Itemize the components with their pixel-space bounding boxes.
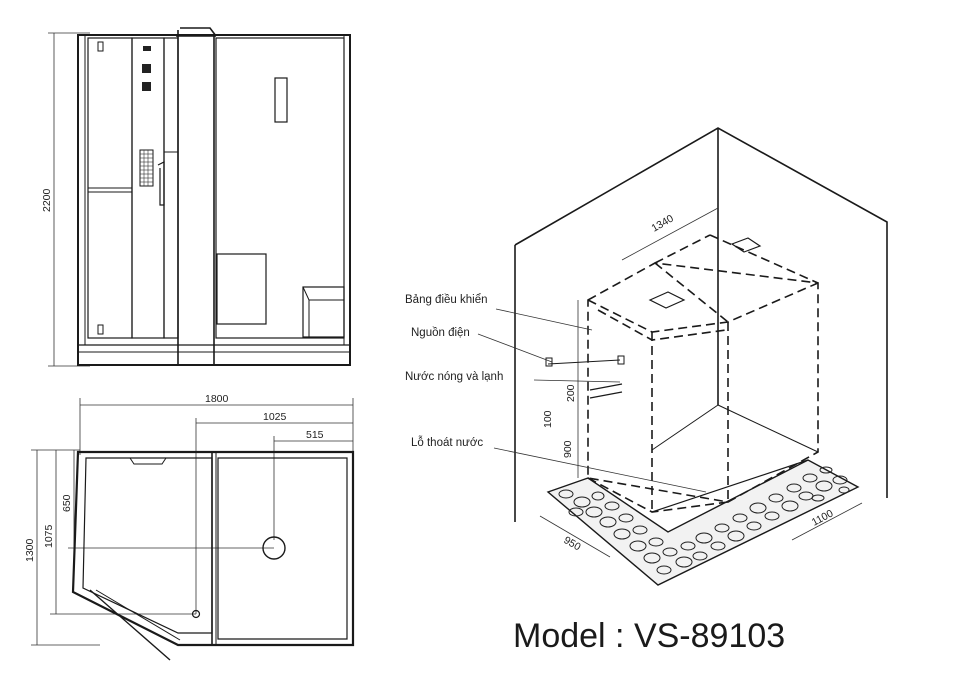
label-power-source: Nguồn điện [411, 327, 470, 339]
dim-iso-100: 100 [542, 410, 554, 428]
dim-width-515: 515 [306, 429, 324, 441]
dim-height-2200: 2200 [41, 188, 53, 212]
label-control-panel: Bảng điều khiển [405, 294, 487, 306]
dim-iso-200: 200 [565, 384, 577, 402]
dim-width-1800: 1800 [205, 393, 229, 405]
dim-depth-1075: 1075 [43, 524, 55, 548]
dim-depth-1300: 1300 [24, 538, 36, 562]
label-drain-hole: Lỗ thoát nước [411, 436, 483, 449]
dim-width-1025: 1025 [263, 411, 287, 423]
plan-view: 1800 1025 515 1300 1075 650 [24, 393, 355, 661]
isometric-view: 1340 200 100 900 950 1100 Bảng điều khiể… [405, 127, 888, 586]
label-hot-cold-water: Nước nóng và lạnh [405, 371, 503, 383]
enclosure-outline [587, 234, 819, 513]
dim-depth-650: 650 [61, 494, 73, 512]
front-elevation: 2200 [41, 27, 351, 367]
dim-iso-1100: 1100 [810, 507, 836, 528]
dim-iso-950: 950 [562, 534, 583, 553]
dim-iso-900: 900 [562, 440, 574, 458]
model-title: Model : VS-89103 [513, 617, 785, 655]
dim-iso-1340: 1340 [650, 212, 676, 234]
